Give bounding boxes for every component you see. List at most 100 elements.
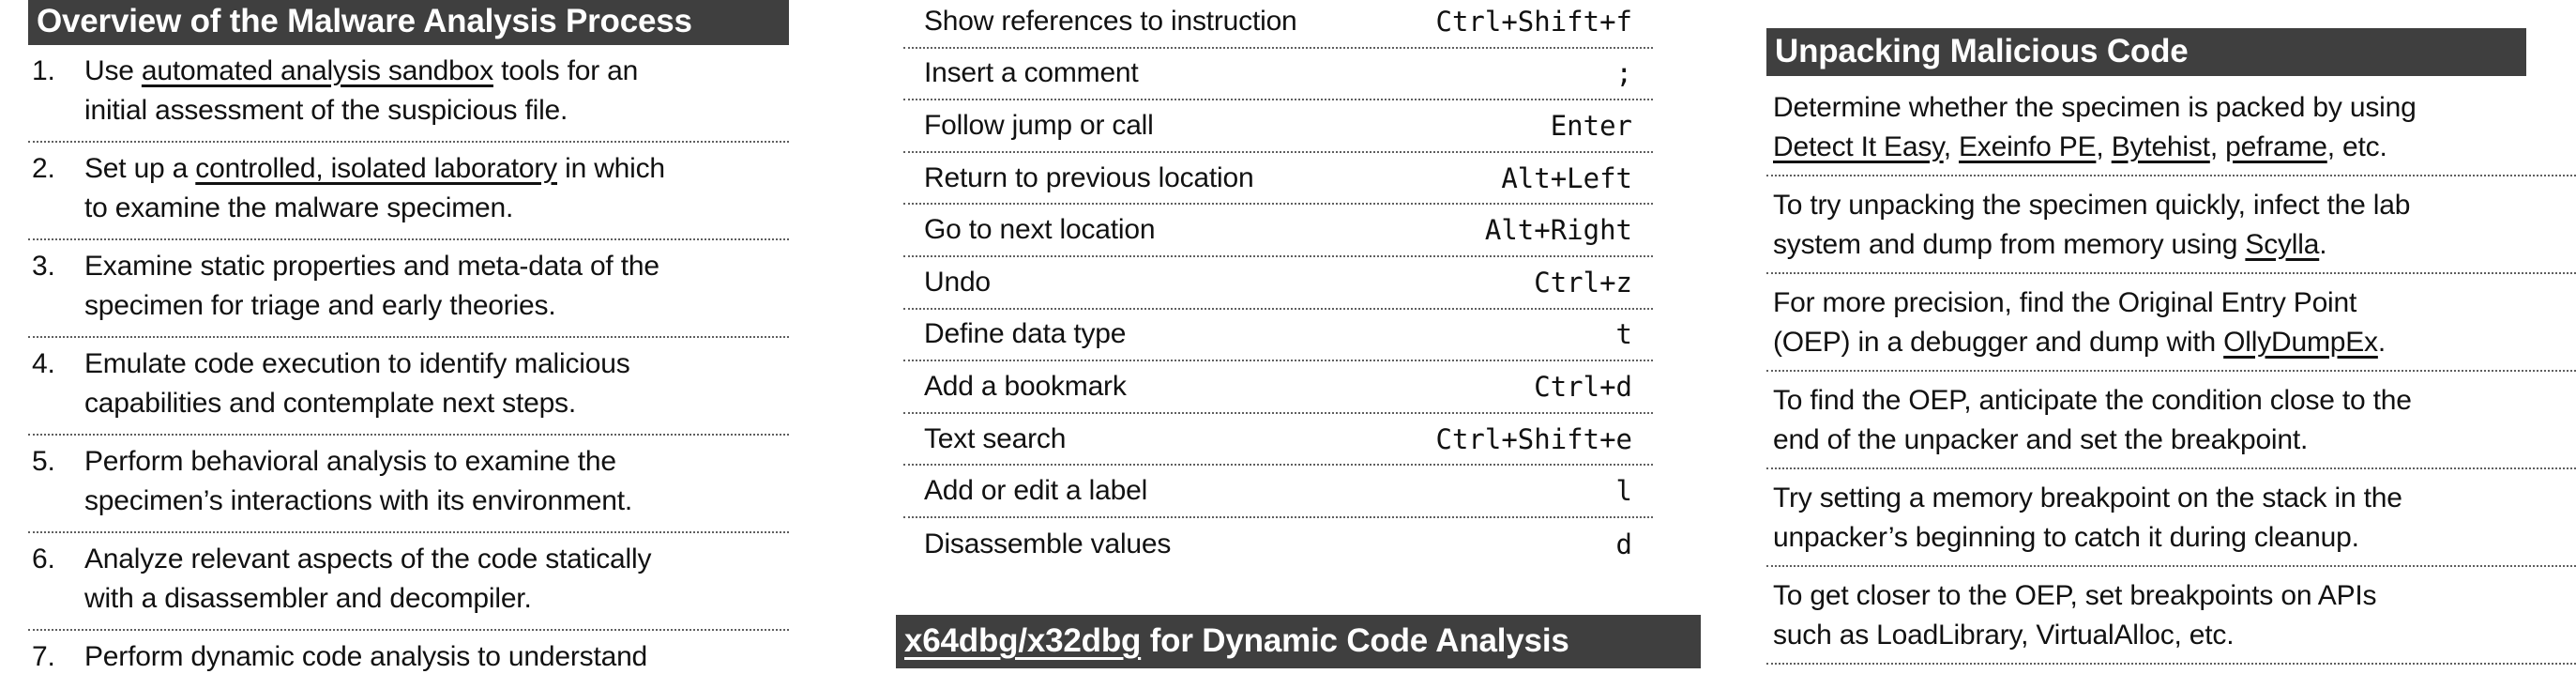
item-lines: Set up a controlled, isolated laboratory… xyxy=(84,149,789,228)
text-run: end of the unpacker and set the breakpoi… xyxy=(1773,424,2309,455)
item-number: 2. xyxy=(32,153,55,184)
process-item: 6. Analyze relevant aspects of the code s… xyxy=(28,533,789,631)
text-run: Perform dynamic code analysis to underst… xyxy=(84,641,648,672)
text-run: with a disassembler and decompiler. xyxy=(84,583,532,614)
text-line: To try unpacking the specimen quickly, i… xyxy=(1773,186,2576,225)
unpacking-paragraph: Try setting a memory breakpoint on the s… xyxy=(1766,469,2576,567)
text-line: Analyze relevant aspects of the code sta… xyxy=(84,540,789,579)
text-line: system and dump from memory using Scylla… xyxy=(1773,225,2576,265)
text-run: Try setting a memory breakpoint on the s… xyxy=(1773,483,2402,513)
shortcut-action: Follow jump or call xyxy=(924,109,1154,141)
text-run: , xyxy=(2096,131,2112,162)
text-line: Emulate code execution to identify malic… xyxy=(84,345,789,384)
text-run: tools for an xyxy=(492,55,639,86)
text-line: Perform behavioral analysis to examine t… xyxy=(84,442,789,482)
shortcut-keys: Alt+Left xyxy=(1501,161,1632,194)
unpacking-paragraph: To find the OEP, anticipate the conditio… xyxy=(1766,372,2576,469)
underlined-term: Scylla xyxy=(2245,229,2320,260)
shortcut-action: Return to previous location xyxy=(924,161,1254,193)
shortcut-row: Define data type t xyxy=(903,310,1653,362)
item-lines: Perform dynamic code analysis to underst… xyxy=(84,637,789,674)
text-line: Try setting a memory breakpoint on the s… xyxy=(1773,479,2576,518)
shortcut-keys: Alt+Right xyxy=(1484,214,1632,247)
underlined-term: Exeinfo PE xyxy=(1959,131,2097,162)
process-item: 4.Emulate code execution to identify mal… xyxy=(28,338,789,436)
item-lines: Examine static properties and meta-data … xyxy=(84,247,789,326)
unpacking-paragraph: For more precision, find the Original En… xyxy=(1766,274,2576,372)
shortcut-keys: Enter xyxy=(1550,109,1632,142)
shortcut-row: Undo Ctrl+z xyxy=(903,257,1653,310)
text-run: To try unpacking the specimen quickly, i… xyxy=(1773,190,2411,221)
text-run: Use xyxy=(84,55,142,86)
shortcut-action: Undo xyxy=(924,266,991,298)
text-run: such as LoadLibrary, VirtualAlloc, etc. xyxy=(1773,620,2235,651)
underlined-term: controlled, isolated laboratory xyxy=(195,153,557,184)
text-line: To find the OEP, anticipate the conditio… xyxy=(1773,381,2576,421)
text-line: specimen’s interactions with its environ… xyxy=(84,482,789,521)
shortcut-keys: Ctrl+Shift+f xyxy=(1435,5,1632,38)
shortcut-action: Add a bookmark xyxy=(924,370,1127,402)
text-run: . xyxy=(2377,327,2386,358)
text-run: For more precision, find the Original En… xyxy=(1773,287,2357,318)
underlined-term: peframe xyxy=(2225,131,2327,162)
shortcut-action: Add or edit a label xyxy=(924,475,1148,507)
process-item: 2. Set up a controlled, isolated laborato… xyxy=(28,143,789,240)
text-line: To get closer to the OEP, set breakpoint… xyxy=(1773,576,2576,616)
shortcut-keys: d xyxy=(1615,528,1632,560)
item-lines: Emulate code execution to identify malic… xyxy=(84,345,789,423)
shortcut-keys: Ctrl+z xyxy=(1534,266,1632,299)
text-line: unpacker’s beginning to catch it during … xyxy=(1773,518,2576,558)
text-run: , xyxy=(1943,131,1959,162)
underlined-term: automated analysis sandbox xyxy=(141,55,493,86)
text-run: Analyze relevant aspects of the code sta… xyxy=(84,544,652,574)
shortcut-action: Disassemble values xyxy=(924,528,1172,559)
shortcut-row: Follow jump or call Enter xyxy=(903,100,1653,153)
item-lines: Analyze relevant aspects of the code sta… xyxy=(84,540,789,619)
text-run: , etc. xyxy=(2326,131,2387,162)
item-number: 1. xyxy=(32,55,55,86)
text-line: end of the unpacker and set the breakpoi… xyxy=(1773,421,2576,460)
shortcut-row: Add or edit a label l xyxy=(903,466,1653,518)
text-line: capabilities and contemplate next steps. xyxy=(84,384,789,423)
text-run: to examine the malware specimen. xyxy=(84,192,514,223)
shortcut-row: Insert a comment; xyxy=(903,49,1653,101)
text-line: For more precision, find the Original En… xyxy=(1773,283,2576,323)
shortcut-keys: l xyxy=(1615,475,1632,508)
text-run: initial assessment of the suspicious fil… xyxy=(84,95,568,126)
underlined-term: Detect It Easy xyxy=(1773,131,1944,162)
text-run: Emulate code execution to identify malic… xyxy=(84,348,630,379)
overview-section-header: Overview of the Malware Analysis Process xyxy=(28,0,789,45)
shortcut-action: Go to next location xyxy=(924,214,1156,246)
shortcut-action: Define data type xyxy=(924,318,1127,350)
text-run: Examine static properties and meta-data … xyxy=(84,251,659,282)
text-line: Use automated analysis sandbox tools for… xyxy=(84,52,789,91)
text-run: capabilities and contemplate next steps. xyxy=(84,388,576,419)
shortcut-action: Insert a comment xyxy=(924,57,1139,89)
shortcut-row: Return to previous location Alt+Left xyxy=(903,153,1653,206)
text-line: Perform dynamic code analysis to underst… xyxy=(84,637,789,674)
underlined-term: x64dbg/x32dbg xyxy=(904,622,1142,659)
item-lines: Use automated analysis sandbox tools for… xyxy=(84,52,789,130)
text-line: specimen for triage and early theories. xyxy=(84,286,789,326)
process-list: 1. Use automated analysis sandbox tools f… xyxy=(28,45,789,674)
item-number: 6. xyxy=(32,544,55,574)
text-run: specimen’s interactions with its environ… xyxy=(84,485,633,516)
process-item: 7.Perform dynamic code analysis to under… xyxy=(28,631,789,674)
text-run: system and dump from memory using xyxy=(1773,229,2246,260)
shortcut-keys: Ctrl+Shift+e xyxy=(1435,422,1632,455)
text-run: unpacker’s beginning to catch it during … xyxy=(1773,522,2359,553)
text-run: To find the OEP, anticipate the conditio… xyxy=(1773,385,2412,416)
text-line: to examine the malware specimen. xyxy=(84,189,789,228)
text-run: for Dynamic Code Analysis xyxy=(1141,622,1569,659)
text-run: , xyxy=(2209,131,2226,162)
text-run: . xyxy=(2319,229,2327,260)
text-run: Set up a xyxy=(84,153,196,184)
item-number: 3. xyxy=(32,251,55,282)
text-line: Set up a controlled, isolated laboratory… xyxy=(84,149,789,189)
shortcut-keys: t xyxy=(1615,318,1632,351)
